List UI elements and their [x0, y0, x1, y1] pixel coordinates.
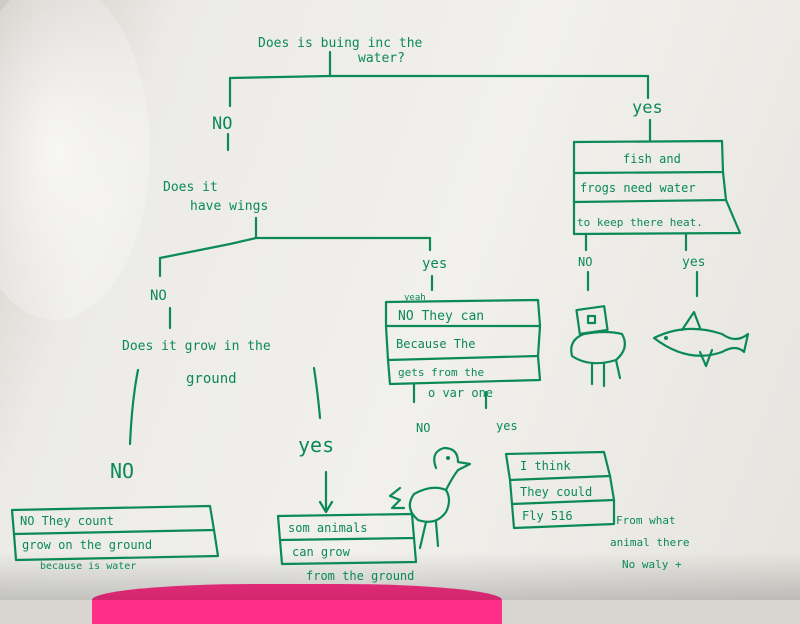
- ground-yes-drop: [318, 470, 334, 514]
- frog-drawing: [570, 305, 627, 388]
- water-leaf-stems: [586, 270, 699, 298]
- wings-answer-box: yeah NO They can Because The gets from t…: [384, 293, 542, 386]
- water-box-line1: fish and: [623, 152, 681, 166]
- water-yes-label: yes: [682, 255, 705, 270]
- ground-yes-label: yes: [298, 433, 334, 457]
- ground-yes-box: som animals can grow: [276, 512, 418, 566]
- ground-right-line: [312, 366, 322, 420]
- wings-no-label: NO: [150, 288, 167, 304]
- ground-yes-box-line1: som animals: [288, 521, 367, 535]
- flight-no-label: NO: [416, 421, 430, 435]
- wings-box-line2: Because The: [396, 337, 475, 351]
- flight-note-line2: animal there: [610, 536, 689, 549]
- decision-tree-drawing: Does is buing inc the water? NO yes fish…: [10, 36, 750, 583]
- branch-no-label: NO: [212, 114, 232, 134]
- flight-box-line3: Fly 516: [522, 509, 573, 523]
- wings-box-line3: gets from the: [398, 366, 484, 379]
- ground-no-box-line1: NO They count: [20, 514, 114, 528]
- ground-question-line1: Does it grow in the: [122, 339, 271, 354]
- ground-no-box-line2: grow on the ground: [22, 538, 152, 552]
- wings-question-line2: have wings: [190, 199, 268, 214]
- wings-yes-label: yes: [422, 256, 447, 272]
- ground-no-label: NO: [110, 459, 134, 483]
- wings-box-line1: NO They can: [398, 309, 484, 324]
- root-question-line1: Does is buing inc the: [258, 36, 423, 51]
- ground-no-box: NO They count grow on the ground because…: [10, 504, 220, 572]
- water-no-label: NO: [578, 255, 592, 269]
- water-box-stems: [584, 232, 688, 252]
- ground-left-line: [128, 368, 140, 446]
- flight-note-line1: From what: [616, 514, 676, 527]
- root-crossbar: [228, 74, 650, 80]
- fish-drawing: [652, 310, 750, 368]
- ground-yes-after: from the ground: [306, 569, 414, 583]
- water-box-line3: to keep there heat.: [577, 216, 703, 229]
- ground-yes-box-line2: can grow: [292, 545, 351, 559]
- wings-box-after: o var one: [428, 386, 493, 400]
- water-box-line2: frogs need water: [580, 181, 696, 195]
- bird-drawing: [388, 446, 472, 550]
- water-answer-box: fish and frogs need water to keep there …: [572, 139, 742, 236]
- wings-box-stems: [412, 382, 488, 410]
- flight-yes-label: yes: [496, 419, 518, 433]
- flight-box-line2: They could: [520, 485, 592, 499]
- flight-answer-box: I think They could Fly 516: [504, 450, 616, 530]
- wings-question-line1: Does it: [163, 180, 218, 195]
- wings-crossbar: [158, 236, 432, 260]
- flight-box-line1: I think: [520, 459, 571, 473]
- wings-box-note: yeah: [404, 293, 426, 303]
- ground-question-line2: ground: [186, 371, 237, 387]
- root-question-line2: water?: [358, 51, 405, 66]
- branch-yes-label: yes: [632, 98, 663, 118]
- flight-note-line3: No waly +: [622, 558, 682, 571]
- ground-no-box-line3: because is water: [40, 561, 136, 572]
- fish-eye: [664, 336, 668, 340]
